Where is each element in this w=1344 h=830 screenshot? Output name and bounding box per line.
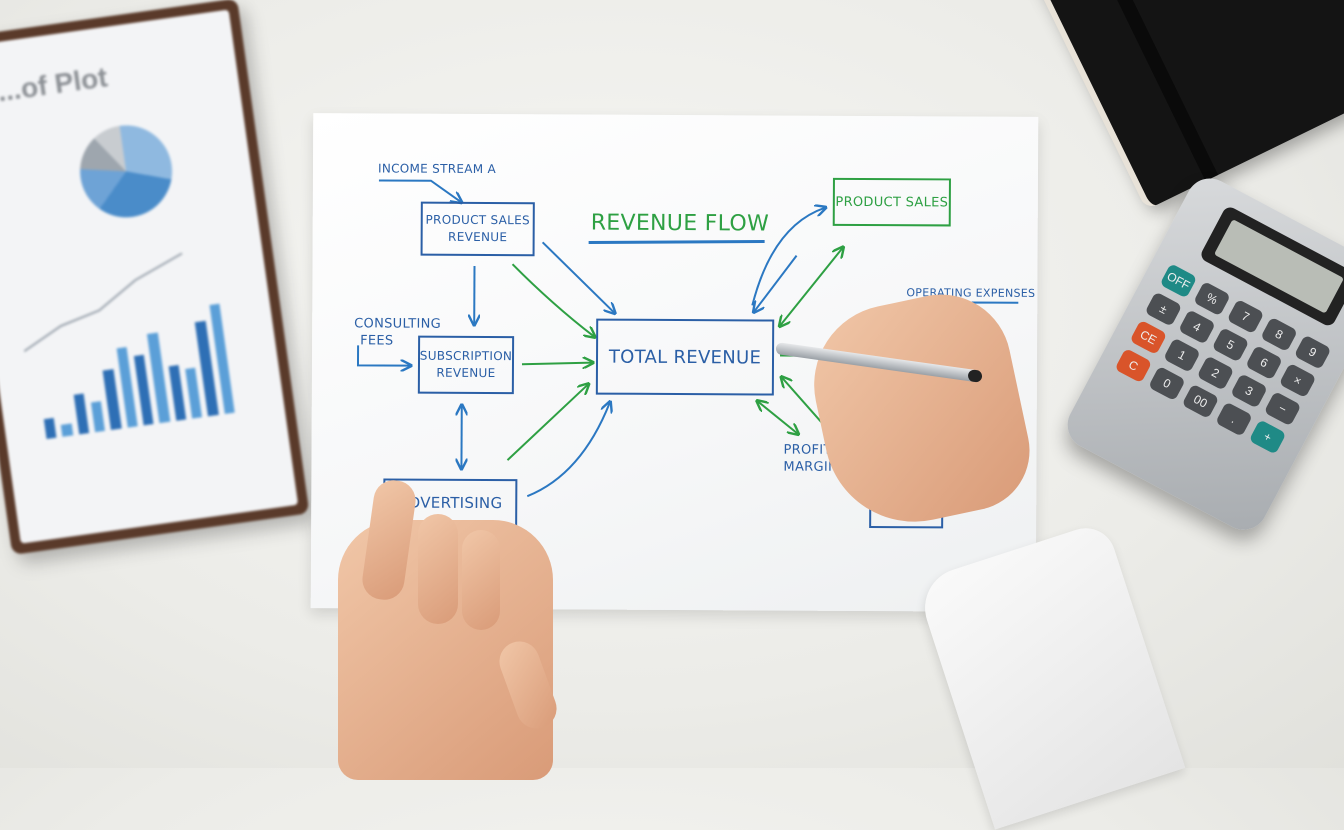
consulting-fees-line1: CONSULTING [354,315,441,332]
calculator-key: 4 [1178,309,1216,344]
report-title: ...of Plot [0,61,109,108]
calculator-key: − [1264,391,1302,426]
subscription-revenue-line2: REVENUE [420,365,513,382]
calculator-key: 2 [1197,355,1235,390]
calculator-key: 00 [1182,384,1220,419]
calculator-key: OFF [1160,263,1198,298]
product-sales-revenue-line1: PRODUCT SALES [425,212,529,230]
calculator-key: % [1193,281,1231,316]
calculator-key: 0 [1148,366,1186,401]
calculator-key: 7 [1227,299,1265,334]
total-revenue-box: TOTAL REVENUE [596,319,774,396]
calculator-key: 3 [1230,373,1268,408]
product-sales-revenue-line2: REVENUE [425,229,529,247]
calculator-key: ± [1145,291,1183,326]
calculator-key: × [1279,363,1317,398]
product-sales-label: PRODUCT SALES [835,194,948,210]
total-revenue-label: TOTAL REVENUE [609,346,761,368]
product-sales-box: PRODUCT SALES [833,178,951,227]
left-hand-thumb [494,636,562,734]
calculator-key: . [1215,401,1253,436]
report-clipboard: ...of Plot [0,0,309,555]
left-hand-finger [462,530,500,630]
calculator-key: 1 [1163,338,1201,373]
calculator-key: 9 [1294,335,1332,370]
calculator-key: 6 [1245,345,1283,380]
left-hand-finger [418,514,458,624]
subscription-revenue-line1: SUBSCRIPTION [420,348,513,365]
pie-chart-icon [74,119,178,223]
calculator-key: 5 [1212,327,1250,362]
calculator: OFF % 7 8 9 ± 4 5 6 × CE 1 2 3 − C 0 00 … [1059,170,1344,538]
report-sheet: ...of Plot [0,10,298,544]
calculator-key: CE [1130,320,1168,355]
black-notebook [1028,0,1344,210]
notebook-elastic-band [1087,0,1218,181]
calculator-key: C [1114,348,1152,383]
left-hand [338,520,553,780]
product-sales-revenue-box: PRODUCT SALES REVENUE [421,202,535,257]
calculator-key: 8 [1260,317,1298,352]
income-stream-a-label: INCOME STREAM A [378,161,496,176]
bar-chart-icon [28,284,234,439]
calculator-key: + [1249,419,1287,454]
diagram-title: REVENUE FLOW [591,211,770,237]
subscription-revenue-box: SUBSCRIPTION REVENUE [418,336,514,395]
